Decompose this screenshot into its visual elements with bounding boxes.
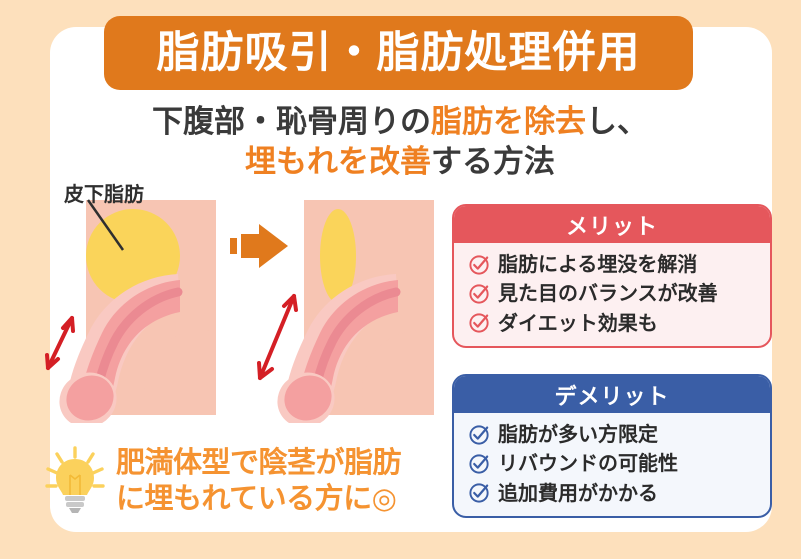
merits-list: 脂肪による埋没を解消 見た目のバランスが改善 ダイエット効果も: [454, 243, 770, 346]
illustration-area: 皮下脂肪: [28, 178, 448, 428]
lightbulb-icon: [45, 446, 105, 513]
check-circle-icon: [469, 483, 489, 504]
check-circle-icon: [469, 454, 489, 474]
list-item: リバウンドの可能性: [468, 451, 770, 475]
subtitle-line2: 埋もれを改善する方法: [60, 142, 740, 182]
list-item-label: 追加費用がかかる: [498, 480, 658, 505]
length-arrow-before: [45, 316, 75, 370]
diagram-before: 皮下脂肪: [28, 178, 228, 428]
subtitle-line1-part1: 下腹部・恥骨周りの: [152, 104, 431, 140]
list-item-label: ダイエット効果も: [498, 310, 658, 335]
after-figure-svg: [257, 200, 434, 428]
list-item: 見た目のバランスが改善: [468, 281, 770, 305]
page-title: 脂肪吸引・脂肪処理併用: [156, 27, 641, 78]
list-item-label: リバウンドの可能性: [498, 451, 678, 476]
list-item: 追加費用がかかる: [468, 481, 770, 505]
transition-arrow: [228, 216, 308, 276]
check-circle-icon: [469, 255, 489, 275]
subtitle-line1-highlight: 脂肪を除去: [431, 104, 586, 140]
list-item-label: 見た目のバランスが改善: [498, 281, 718, 306]
subtitle-line1-part2: し、: [586, 104, 648, 140]
before-figure-svg: [45, 200, 216, 428]
demerits-list: 脂肪が多い方限定 リバウンドの可能性 追加費用がかかる: [454, 413, 770, 516]
fat-label: 皮下脂肪: [64, 182, 144, 206]
list-item: ダイエット効果も: [468, 311, 770, 335]
list-item-label: 脂肪が多い方限定: [498, 422, 658, 446]
tip-line1: 肥満体型で陰茎が脂肪: [116, 445, 402, 480]
subtitle-line2-highlight: 埋もれを改善: [245, 144, 431, 181]
fat-deposit-after: [320, 209, 356, 303]
right-arrow-icon: [230, 224, 288, 268]
subtitle: 下腹部・恥骨周りの脂肪を除去し、 埋もれを改善する方法: [60, 102, 740, 183]
merits-heading: メリット: [454, 206, 770, 243]
length-arrow-after: [257, 294, 298, 380]
list-item-label: 脂肪による埋没を解消: [498, 252, 698, 276]
merits-card: メリット 脂肪による埋没を解消 見た目のバランスが改善: [452, 204, 772, 349]
list-item: 脂肪が多い方限定: [468, 422, 770, 446]
list-item: 脂肪による埋没を解消: [468, 252, 770, 276]
recommendation-tip: 肥満体型で陰茎が脂肪 に埋もれている方に◎: [36, 432, 446, 530]
diagram-after: [246, 178, 446, 428]
title-banner: 脂肪吸引・脂肪処理併用: [104, 16, 693, 90]
tip-line2: に埋もれている方に◎: [116, 481, 397, 515]
check-circle-icon: [469, 425, 489, 445]
demerits-card: デメリット 脂肪が多い方限定 リバウンドの可能性: [452, 374, 772, 519]
check-circle-icon: [469, 284, 489, 304]
demerits-heading: デメリット: [454, 376, 770, 413]
fat-leader-line: [86, 199, 125, 251]
subtitle-line2-part2: する方法: [431, 144, 555, 181]
tip-text: 肥満体型で陰茎が脂肪 に埋もれている方に◎: [116, 445, 402, 516]
check-circle-icon: [469, 313, 489, 334]
